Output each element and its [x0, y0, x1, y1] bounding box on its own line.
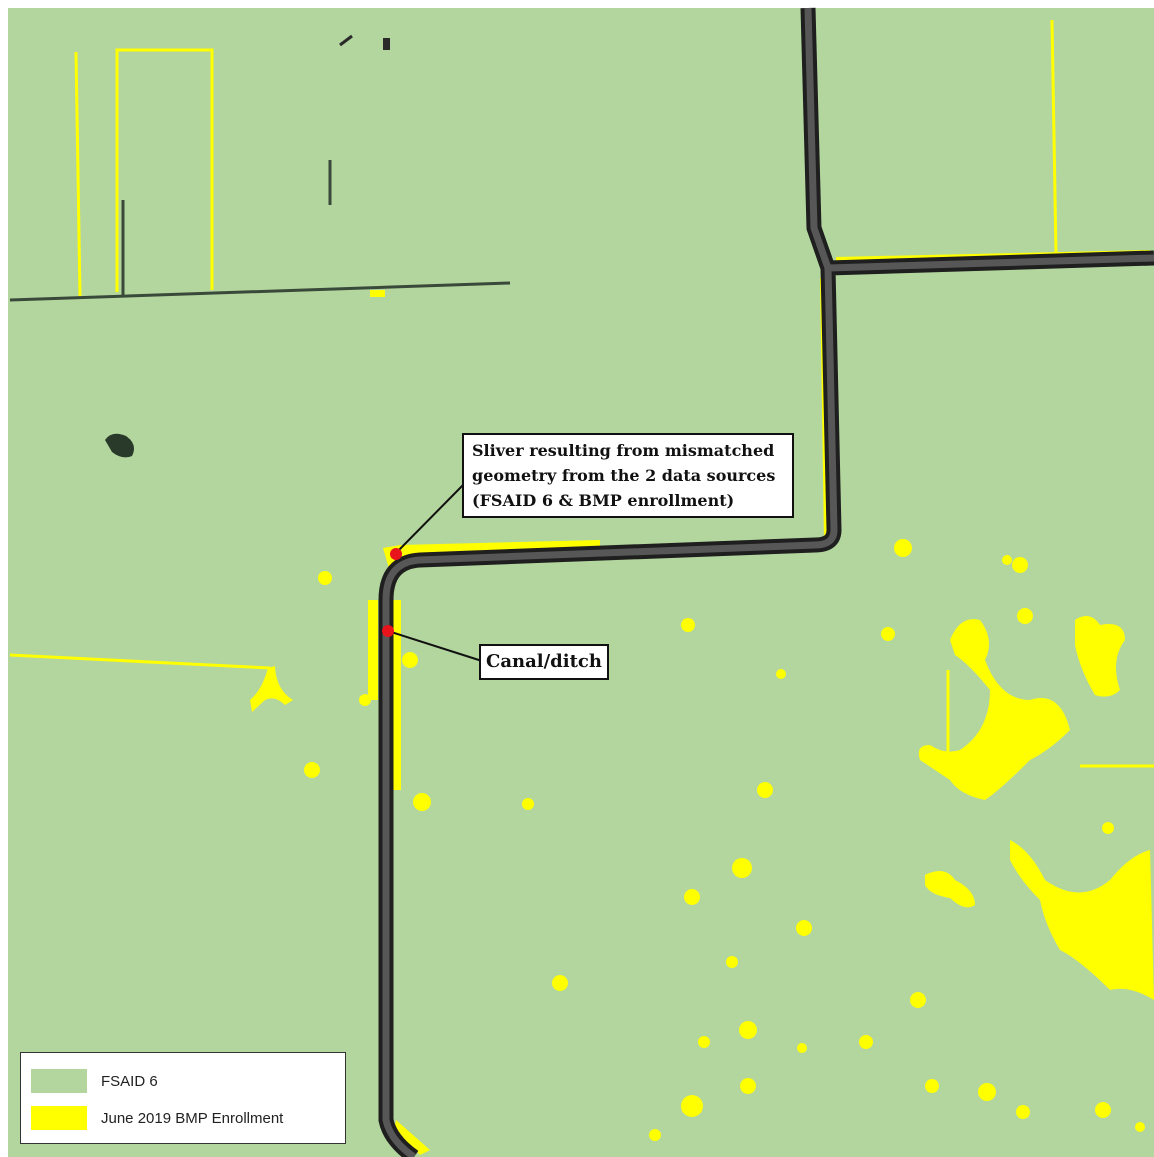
canal-callout-label: Canal/ditch: [486, 651, 602, 672]
sliver-callout-line3: (FSAID 6 & BMP enrollment): [472, 491, 735, 510]
canal-callout: Canal/ditch: [479, 644, 609, 680]
fsaid-land-area: [8, 8, 1154, 1157]
structure-mark: [339, 34, 353, 47]
canal-ditch-center: [382, 7, 1154, 1157]
enrollment-patches: [250, 539, 1154, 1141]
pond-feature: [105, 433, 134, 458]
sliver-callout-line1: Sliver resulting from mismatched: [472, 441, 775, 460]
legend-swatch-fsaid: [31, 1069, 87, 1093]
map-legend: FSAID 6 June 2019 BMP Enrollment: [20, 1052, 346, 1144]
legend-label-bmp: June 2019 BMP Enrollment: [101, 1109, 284, 1127]
parcel-boundaries: [9, 160, 511, 302]
callout-leaders: [387, 482, 483, 662]
sliver-callout-line2: geometry from the 2 data sources: [472, 466, 776, 485]
legend-label-fsaid: FSAID 6: [101, 1072, 158, 1090]
parcel-lines: [9, 19, 1154, 770]
structure-mark: [383, 38, 390, 50]
legend-item-fsaid: FSAID 6: [31, 1069, 158, 1093]
sliver-marker: [390, 548, 402, 560]
sliver-callout: Sliver resulting from mismatched geometr…: [462, 433, 794, 518]
canal-marker: [382, 625, 394, 637]
legend-item-bmp: June 2019 BMP Enrollment: [31, 1106, 283, 1130]
legend-swatch-bmp: [31, 1106, 87, 1130]
